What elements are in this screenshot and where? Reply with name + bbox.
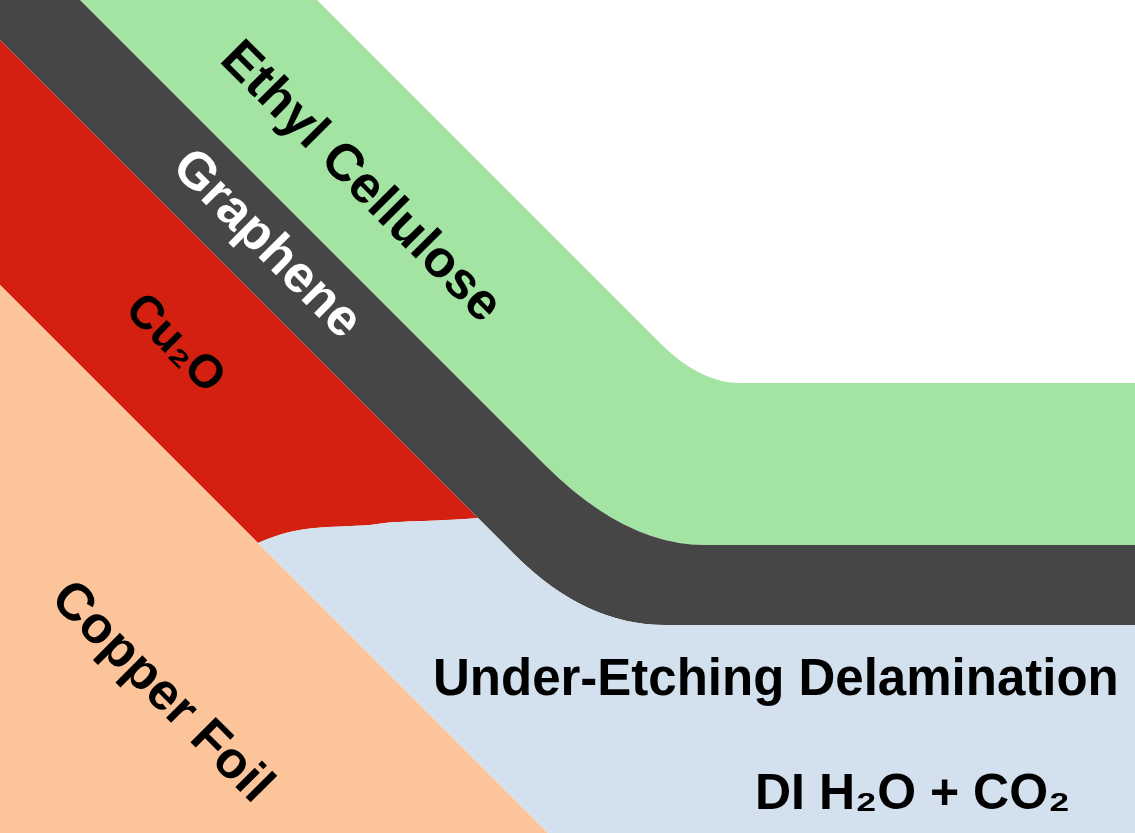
layer-label: Under-Etching Delamination	[433, 650, 1119, 706]
copper-foil-fill	[0, 285, 548, 833]
layer-label: Graphene	[162, 136, 374, 348]
layer-label: Ethyl Cellulose	[210, 28, 514, 332]
cu2o-layer-fill	[0, 40, 478, 543]
ethyl-cellulose-layer-fill	[80, 0, 1135, 545]
graphene-layer-fill	[0, 0, 1135, 625]
layer-label: Cu₂O	[116, 282, 236, 402]
etchant-solution-fill	[258, 518, 1135, 833]
layer-label: DI H₂O + CO₂	[755, 765, 1070, 820]
layer-label: Copper Foil	[41, 568, 286, 813]
